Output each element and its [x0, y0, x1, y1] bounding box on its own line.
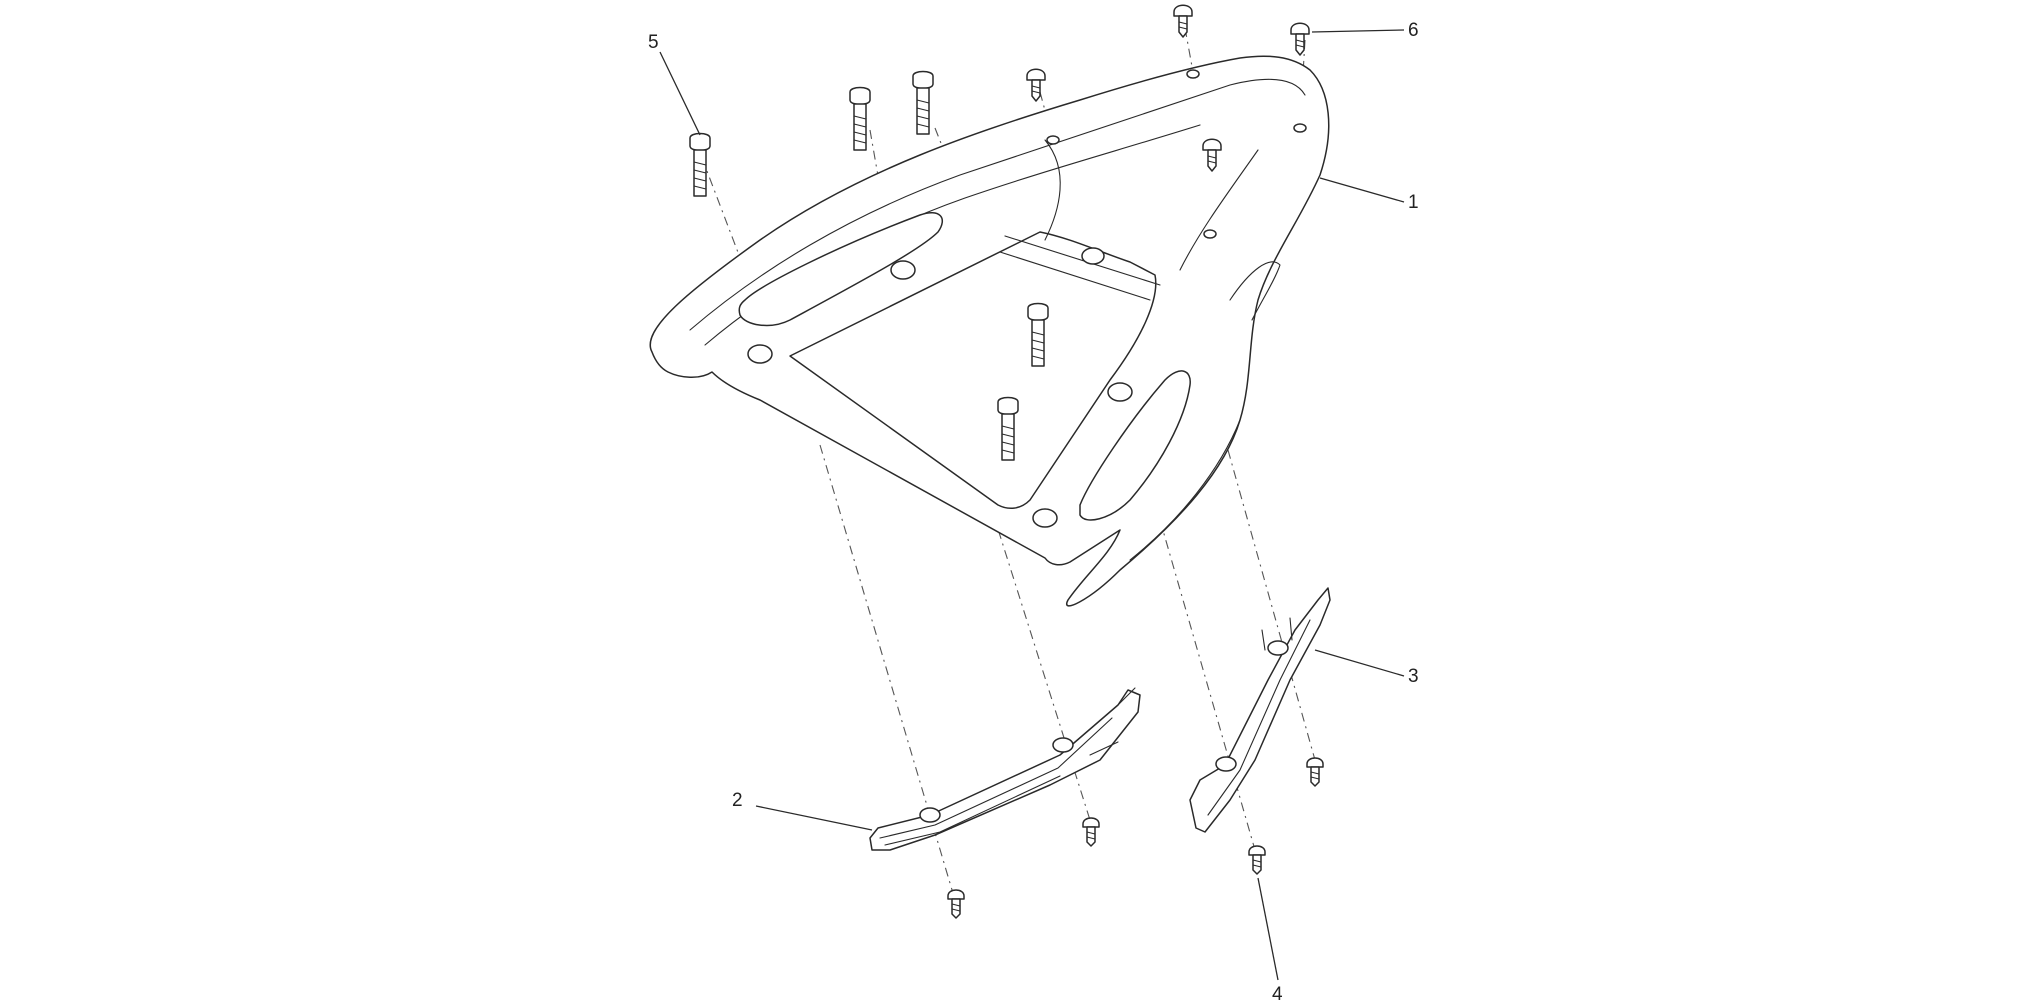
bolt: [849, 86, 871, 151]
axis-screw-d: [1184, 27, 1194, 73]
screw: [947, 889, 965, 919]
leader-1: [1319, 177, 1405, 203]
leader-3: [1314, 649, 1405, 677]
bracket-2-boss: [1052, 737, 1074, 753]
rack-crossbar-line: [999, 251, 1151, 301]
bracket-3-tab: [1261, 617, 1293, 651]
bracket-3-boss: [1267, 640, 1289, 656]
rack-right-fin: [1229, 261, 1281, 321]
screw: [1306, 757, 1324, 787]
rack-crossbar-line-2: [1004, 235, 1161, 286]
rack-hole: [1081, 247, 1105, 265]
leader-4: [1257, 877, 1279, 981]
bolts: [689, 70, 1049, 461]
leader-5: [659, 51, 701, 136]
screw: [1173, 4, 1193, 38]
bolt-5: [689, 132, 711, 197]
axis-bolt-5: [701, 157, 761, 311]
bracket-part-2: [869, 687, 1141, 851]
callout-2: 2: [732, 790, 743, 811]
leader-6: [1311, 29, 1405, 33]
callout-1: 1: [1408, 192, 1419, 213]
rack-central-opening: [789, 231, 1157, 510]
callout-labels: 5 6 1 3 2 4: [648, 20, 1419, 1002]
callout-3: 3: [1408, 666, 1419, 687]
rack-left-grab-slot: [738, 211, 943, 327]
rack-right-lower-edge: [1129, 419, 1241, 561]
rack-step-line: [1044, 139, 1061, 241]
luggage-rack-part-1: [649, 55, 1330, 607]
leader-2: [755, 805, 873, 831]
axis-bracket-2-left: [819, 444, 956, 901]
bracket-3-boss: [1215, 756, 1237, 772]
bolt: [912, 70, 934, 135]
screws: [947, 4, 1324, 919]
rack-hole-small: [1293, 123, 1307, 133]
callout-4: 4: [1272, 984, 1283, 1002]
rack-center-spine: [1179, 149, 1259, 271]
callout-5: 5: [648, 32, 659, 53]
rack-hole: [890, 260, 916, 280]
rack-right-grab-slot: [1079, 370, 1191, 521]
bracket-part-3: [1189, 587, 1331, 833]
screw: [1202, 138, 1222, 172]
bracket-2-rib-2: [884, 775, 1061, 846]
rack-hole: [1032, 508, 1058, 528]
bolt: [997, 396, 1019, 461]
rack-hole-small: [1046, 135, 1060, 145]
bracket-3-rib: [1207, 619, 1311, 816]
leader-lines: [659, 29, 1405, 981]
bracket-2-boss: [919, 807, 941, 823]
rack-top-ridge: [689, 78, 1306, 331]
rack-hole-small: [1203, 229, 1217, 239]
bolt: [1027, 302, 1049, 367]
bracket-3-body: [1189, 587, 1331, 833]
rack-hole: [747, 344, 773, 364]
screw-6: [1290, 22, 1310, 56]
bracket-2-rib: [879, 717, 1113, 839]
rack-hole-small: [1186, 69, 1200, 79]
axis-bracket-3-left: [1159, 519, 1256, 851]
rack-hole: [1107, 382, 1133, 402]
screw: [1026, 68, 1046, 102]
callout-6: 6: [1408, 20, 1419, 41]
screw: [1082, 817, 1100, 847]
bracket-2-tab: [1089, 687, 1136, 756]
screw-4: [1248, 845, 1266, 875]
